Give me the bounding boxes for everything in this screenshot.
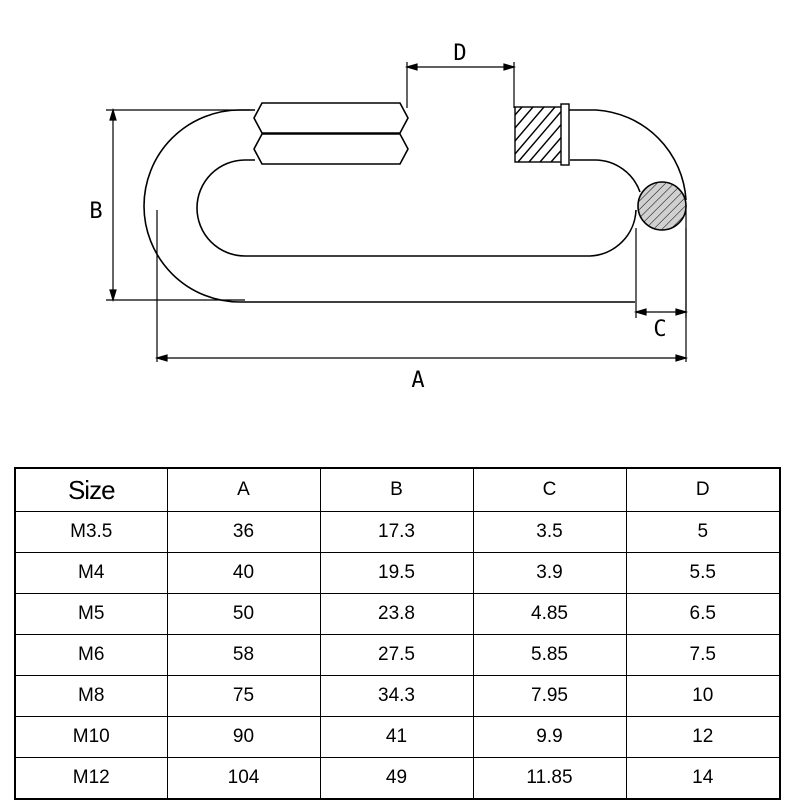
- cell-size: M6: [14, 634, 168, 676]
- cell-b: 19.5: [319, 552, 474, 594]
- cell-c: 4.85: [472, 593, 627, 635]
- cell-d: 6.5: [625, 593, 781, 635]
- cell-size: M12: [14, 757, 168, 800]
- cell-size: M3.5: [14, 511, 168, 553]
- cell-size: M4: [14, 552, 168, 594]
- cell-b: 49: [319, 757, 474, 800]
- cell-a: 75: [166, 675, 321, 717]
- cell-a: 40: [166, 552, 321, 594]
- cell-c: 9.9: [472, 716, 627, 758]
- cell-c: 5.85: [472, 634, 627, 676]
- cell-c: 7.95: [472, 675, 627, 717]
- cell-size: M8: [14, 675, 168, 717]
- cell-a: 36: [166, 511, 321, 553]
- dimension-a: [154, 210, 689, 362]
- hex-nut: [253, 102, 409, 165]
- dimension-c: [633, 228, 689, 318]
- link-outline: [143, 109, 687, 303]
- cell-d: 14: [625, 757, 781, 800]
- header-c: C: [472, 467, 627, 512]
- quick-link-diagram: A B C D: [89, 41, 689, 393]
- dimension-b: [106, 107, 250, 303]
- quick-link-drawing: A B C D: [89, 41, 689, 393]
- dimension-a-label: A: [411, 368, 424, 393]
- cell-a: 90: [166, 716, 321, 758]
- cell-d: 5: [625, 511, 781, 553]
- table-row: M8 75 34.3 7.95 10: [14, 675, 781, 717]
- cell-d: 10: [625, 675, 781, 717]
- table-header-row: Size A B C D: [14, 467, 781, 512]
- cell-b: 27.5: [319, 634, 474, 676]
- cell-b: 23.8: [319, 593, 474, 635]
- cell-c: 3.5: [472, 511, 627, 553]
- cell-c: 3.9: [472, 552, 627, 594]
- table-row: M5 50 23.8 4.85 6.5: [14, 593, 781, 635]
- table-row: M4 40 19.5 3.9 5.5: [14, 552, 781, 594]
- table-row: M6 58 27.5 5.85 7.5: [14, 634, 781, 676]
- dimension-b-label: B: [89, 199, 102, 224]
- cell-b: 34.3: [319, 675, 474, 717]
- cell-b: 17.3: [319, 511, 474, 553]
- cell-d: 7.5: [625, 634, 781, 676]
- cell-c: 11.85: [472, 757, 627, 800]
- table-row: M10 90 41 9.9 12: [14, 716, 781, 758]
- dimension-d: [404, 62, 517, 108]
- threaded-section: [514, 103, 570, 166]
- cell-d: 12: [625, 716, 781, 758]
- cell-a: 104: [166, 757, 321, 800]
- header-size: Size: [14, 467, 168, 512]
- dimension-c-label: C: [653, 317, 666, 342]
- cell-size: M10: [14, 716, 168, 758]
- cell-size: M5: [14, 593, 168, 635]
- size-spec-table: Size A B C D M3.5 36 17.3 3.5 5 M4 40 19…: [14, 467, 781, 800]
- rod-cross-section: [637, 181, 687, 231]
- cell-d: 5.5: [625, 552, 781, 594]
- table-row: M3.5 36 17.3 3.5 5: [14, 511, 781, 553]
- header-b: B: [319, 467, 474, 512]
- header-a: A: [166, 467, 321, 512]
- table-row: M12 104 49 11.85 14: [14, 757, 781, 800]
- cell-a: 58: [166, 634, 321, 676]
- header-d: D: [625, 467, 781, 512]
- cell-b: 41: [319, 716, 474, 758]
- cell-a: 50: [166, 593, 321, 635]
- dimension-d-label: D: [453, 41, 466, 66]
